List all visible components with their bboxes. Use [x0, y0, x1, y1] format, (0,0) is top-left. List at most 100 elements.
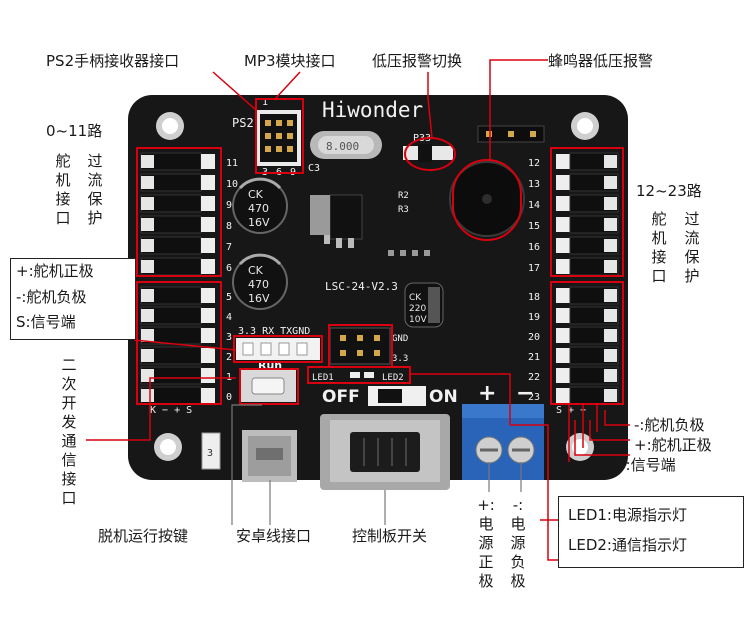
- voltage-regulator: [310, 194, 363, 248]
- plus-silk: +: [478, 381, 496, 406]
- power-slide-switch: [368, 386, 426, 406]
- crystal-silk: 8.000: [326, 140, 359, 153]
- left-channel-number: 5: [226, 292, 232, 303]
- left-channel-number: 4: [226, 312, 232, 323]
- right-header-row: 14: [528, 194, 619, 213]
- callout-right-minus: -:舵机负极: [634, 416, 705, 434]
- callout-led1: LED1:电源指示灯: [568, 506, 687, 524]
- r2-silk: R2: [398, 191, 409, 201]
- usb-port: [242, 430, 297, 482]
- callout-pin-signal: S:信号端: [16, 313, 76, 331]
- callout-left-servo: 舵机接口: [55, 152, 71, 227]
- callout-pin-minus: -:舵机负极: [16, 288, 87, 306]
- box-left-upper: [136, 147, 222, 277]
- buzzer: [449, 161, 525, 237]
- right-header-row: 19: [528, 306, 619, 325]
- crystal-oscillator: [310, 131, 382, 159]
- chip-pads: [388, 250, 430, 256]
- callout-right-overcurrent: 过流保护: [684, 210, 700, 285]
- box-led: [307, 366, 411, 384]
- right-channel-number: 20: [528, 332, 540, 343]
- uart-silk: 3.3 RX TXGND: [238, 326, 310, 337]
- box-run: [239, 368, 299, 405]
- right-header-row: 13: [528, 173, 619, 192]
- callout-android-port: 安卓线接口: [236, 527, 312, 545]
- left-channel-number: 0: [226, 392, 232, 403]
- box-right-upper: [550, 147, 624, 277]
- callout-right-range: 12~23路: [636, 182, 702, 200]
- left-channel-number: 7: [226, 242, 232, 253]
- box-ps2: [255, 98, 304, 174]
- right-header-row: 16: [528, 236, 619, 255]
- mp3-header: [329, 327, 391, 365]
- callout-right-plus: +:舵机正极: [634, 436, 712, 454]
- callout-led2: LED2:通信指示灯: [568, 536, 687, 554]
- left-header-row: 3: [140, 326, 232, 345]
- right-channel-number: 22: [528, 372, 540, 383]
- mounting-holes: [154, 112, 599, 461]
- on-silk: ON: [429, 387, 458, 407]
- led-legend-box: [558, 496, 744, 568]
- capacitor-470-a: [232, 177, 288, 234]
- ps2-silk: PS2: [232, 116, 254, 130]
- cap2-line2: 470: [248, 278, 269, 291]
- highlight-boxes: [136, 98, 624, 405]
- right-header-row: 23: [528, 386, 619, 405]
- left-channel-number: 11: [226, 158, 238, 169]
- led1-silk: LED1: [312, 373, 334, 383]
- cap3-line1: CK: [409, 293, 422, 303]
- callout-left-overcurrent: 过流保护: [87, 152, 103, 227]
- left-channel-number: 3: [226, 332, 232, 343]
- left-header-row: 10: [140, 173, 238, 192]
- led-indicators: [350, 372, 374, 378]
- left-header-row: 8: [140, 215, 232, 234]
- right-servo-headers: 12 13 14 15 16 17 18 19 20 21 22 23: [528, 152, 619, 405]
- left-header-row: 4: [140, 306, 232, 325]
- callout-pin-plus: +:舵机正极: [16, 262, 94, 280]
- callout-left-range: 0~11路: [46, 122, 103, 140]
- right-channel-number: 15: [528, 221, 540, 232]
- cap1-line2: 470: [248, 202, 269, 215]
- callout-low-voltage-switch: 低压报警切换: [372, 52, 463, 70]
- right-header-row: 18: [528, 286, 619, 305]
- main-switch: [320, 414, 450, 490]
- callout-right-servo: 舵机接口: [651, 210, 667, 285]
- callout-power-negative: -:电源负极: [510, 496, 526, 590]
- minus-silk: −: [516, 381, 534, 406]
- left-header-row: 5: [140, 286, 232, 305]
- buzzer-header: [477, 125, 545, 143]
- callout-power-positive: +:电源正极: [477, 496, 495, 590]
- left-header-row: 6: [140, 257, 232, 276]
- small-jack: [201, 432, 221, 470]
- right-header-row: 15: [528, 215, 619, 234]
- left-channel-number: 2: [226, 352, 232, 363]
- c3-silk: C3: [308, 163, 320, 174]
- left-header-row: 2: [140, 346, 232, 365]
- right-channel-number: 21: [528, 352, 540, 363]
- power-terminal-block: [462, 404, 544, 480]
- box-uart: [233, 335, 323, 363]
- gnd-silk: GND: [392, 334, 408, 344]
- off-silk: OFF: [322, 387, 360, 407]
- cap2-line3: 16V: [248, 292, 270, 305]
- left-channel-number: 9: [226, 200, 232, 211]
- pin-legend-box: [10, 258, 136, 340]
- cap2-line1: CK: [248, 264, 264, 277]
- left-channel-number: 10: [226, 179, 238, 190]
- run-silk: Run: [258, 359, 282, 372]
- capacitor-220: [404, 282, 444, 328]
- right-header-row: 21: [528, 346, 619, 365]
- box-left-lower: [136, 281, 222, 405]
- right-header-row: 22: [528, 366, 619, 385]
- right-header-row: 17: [528, 257, 619, 276]
- right-header-row: 12: [528, 152, 619, 171]
- right-pin-legend: S + −: [556, 405, 586, 416]
- box-right-lower: [550, 281, 624, 405]
- right-channel-number: 18: [528, 292, 540, 303]
- callout-ps2-receiver: PS2手柄接收器接口: [46, 52, 180, 70]
- model-text: LSC-24-V2.3: [325, 280, 398, 293]
- right-channel-number: 23: [528, 392, 540, 403]
- callout-right-signal: S:信号端: [616, 456, 676, 474]
